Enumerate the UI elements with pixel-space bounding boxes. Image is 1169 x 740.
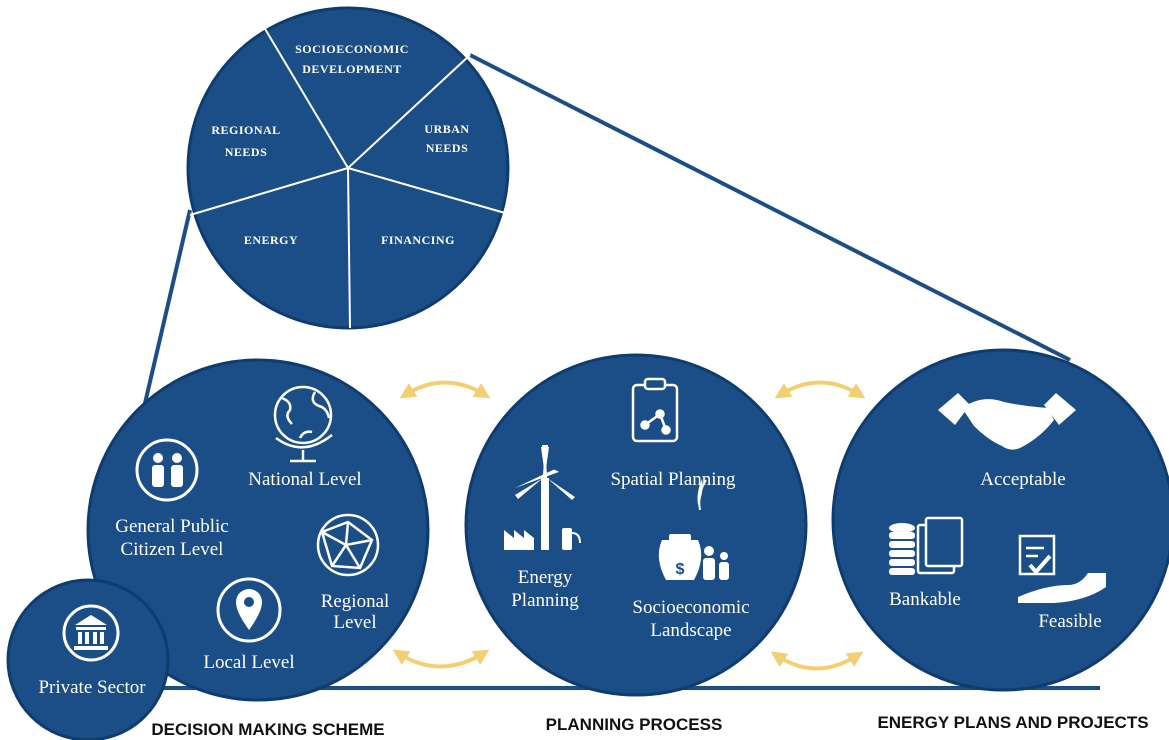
coins-stack-icon xyxy=(889,516,964,575)
local-level-label: Local Level xyxy=(203,652,294,673)
money-bag-people-icon: $ xyxy=(658,479,729,580)
pie-segment-urban: URBAN xyxy=(424,122,469,136)
socioeconomic-landscape-label-line2: Landscape xyxy=(650,620,731,641)
double-arrow-icon xyxy=(774,380,866,399)
decision-making-circle: National Level General Public Citizen Le… xyxy=(86,358,430,702)
network-globe-icon xyxy=(316,513,380,577)
double-arrow-icon xyxy=(770,651,864,671)
energy-projects-circle: Acceptable Bankable Feasible xyxy=(831,348,1169,692)
clipboard-icon xyxy=(631,377,679,443)
pie-segment-socioeconomic-line2: DEVELOPMENT xyxy=(302,62,402,76)
wind-turbine-factory-icon xyxy=(504,445,581,550)
regional-level-label: Regional xyxy=(321,591,390,612)
planning-process-caption: PLANNING PROCESS xyxy=(546,715,723,734)
bankable-label: Bankable xyxy=(889,589,961,610)
location-pin-icon xyxy=(216,577,282,643)
feasible-label: Feasible xyxy=(1038,611,1101,632)
pie-segment-energy: ENERGY xyxy=(244,233,298,247)
pie-segment-urban-line2: NEEDS xyxy=(426,141,469,155)
private-sector-circle: Private Sector xyxy=(6,578,170,740)
decision-making-caption: DECISION MAKING SCHEME xyxy=(151,720,384,739)
spatial-planning-label: Spatial Planning xyxy=(610,469,736,490)
double-arrow-icon xyxy=(399,380,491,399)
checklist-hand-icon xyxy=(1018,534,1106,603)
double-arrow-icon xyxy=(392,649,490,669)
general-public-label: General Public xyxy=(115,516,228,537)
socioeconomic-landscape-label: Socioeconomic xyxy=(632,597,749,618)
globe-icon xyxy=(273,385,333,463)
svg-text:$: $ xyxy=(676,561,685,578)
energy-planning-label-line2: Planning xyxy=(511,590,579,611)
energy-planning-label: Energy xyxy=(518,567,573,588)
double-arrow-icons xyxy=(392,380,866,671)
pie-segment-socioeconomic: SOCIOECONOMIC xyxy=(295,42,409,56)
people-icon xyxy=(135,438,199,502)
handshake-icon xyxy=(938,393,1076,450)
citizen-level-label: Citizen Level xyxy=(121,539,224,560)
pie-segment-regional: REGIONAL xyxy=(211,123,280,137)
energy-projects-caption: ENERGY PLANS AND PROJECTS xyxy=(877,713,1148,732)
pie-segment-regional-line2: NEEDS xyxy=(225,145,268,159)
criteria-pie: SOCIOECONOMIC DEVELOPMENT URBAN NEEDS FI… xyxy=(186,6,510,330)
regional-level-label-line2: Level xyxy=(333,612,376,633)
planning-process-circle: Spatial Planning Energy Planning $ xyxy=(464,353,808,697)
bank-building-icon xyxy=(62,604,120,662)
acceptable-label: Acceptable xyxy=(980,469,1065,490)
private-sector-label: Private Sector xyxy=(38,677,146,698)
national-level-label: National Level xyxy=(248,469,361,490)
pie-segment-financing: FINANCING xyxy=(381,233,455,247)
